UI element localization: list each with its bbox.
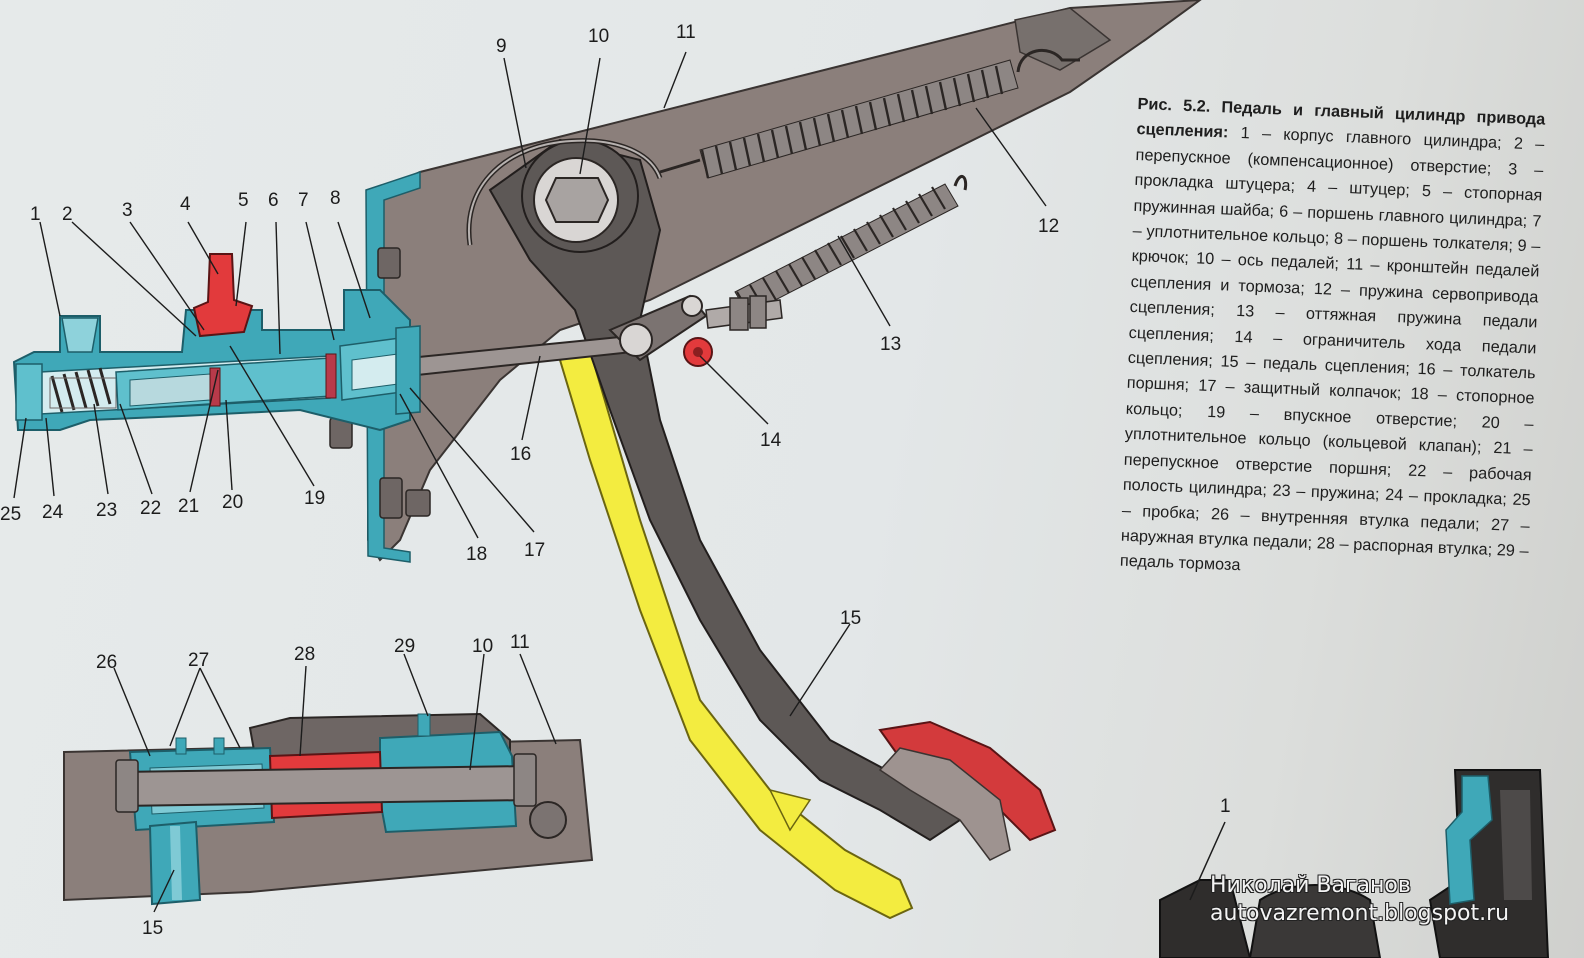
watermark-site: autovazremont.blogspot.ru [1210,901,1510,926]
caption-text: 1 – корпус главного цилиндра; 2 – перепу… [1119,124,1545,575]
fitting [192,253,254,338]
callout-19: 19 [304,488,325,509]
callout-29: 29 [394,636,415,657]
callout-3: 3 [122,200,133,221]
master-cylinder [12,253,421,432]
callout-1: 1 [30,204,41,225]
callout-27: 27 [188,650,209,671]
callout-4: 4 [180,194,191,215]
inset-callout-10: 10 [472,636,493,657]
servo-spring [659,49,1080,179]
callout-28: 28 [294,644,315,665]
callout-7: 7 [298,190,309,211]
inset-callout-15: 15 [142,918,163,939]
callout-9: 9 [496,36,507,57]
watermark-author: Николай Ваганов [1210,873,1411,898]
callout-16: 16 [510,444,531,465]
callout-26: 26 [96,652,117,673]
callout-20: 20 [222,492,243,513]
callout-6: 6 [268,190,279,211]
callout-2: 2 [62,204,73,225]
axle-section-inset [63,712,594,906]
callout-21: 21 [178,496,199,517]
callout-15: 15 [840,608,861,629]
watermark: Николай Ваганов autovazremont.blogspot.r… [1210,872,1584,928]
callout-11: 11 [676,22,696,43]
callout-13: 13 [880,334,901,355]
fragment-callout-1: 1 [1220,796,1231,817]
brake-pedal [558,348,914,920]
callout-25: 25 [0,504,21,525]
callout-8: 8 [330,188,341,209]
second-figure-fragment [1159,769,1550,958]
callout-24: 24 [42,502,64,523]
callout-17: 17 [524,540,545,561]
callout-22: 22 [140,498,161,519]
callout-18: 18 [466,544,487,565]
leader-lines [13,51,1047,913]
callout-labels: 1 2 3 4 5 6 7 8 9 10 11 12 13 14 15 16 1… [0,22,1231,939]
pushrod [366,294,783,382]
callout-12: 12 [1038,216,1059,237]
callout-23: 23 [96,500,117,521]
callout-14: 14 [760,430,782,451]
callout-10: 10 [588,26,609,47]
callout-5: 5 [238,190,249,211]
pedal-axle [533,157,619,243]
figure-caption: Рис. 5.2. Педаль и главный цилиндр приво… [1119,92,1546,590]
inset-callout-11: 11 [510,632,530,653]
pedal-travel-limiter [683,337,713,367]
